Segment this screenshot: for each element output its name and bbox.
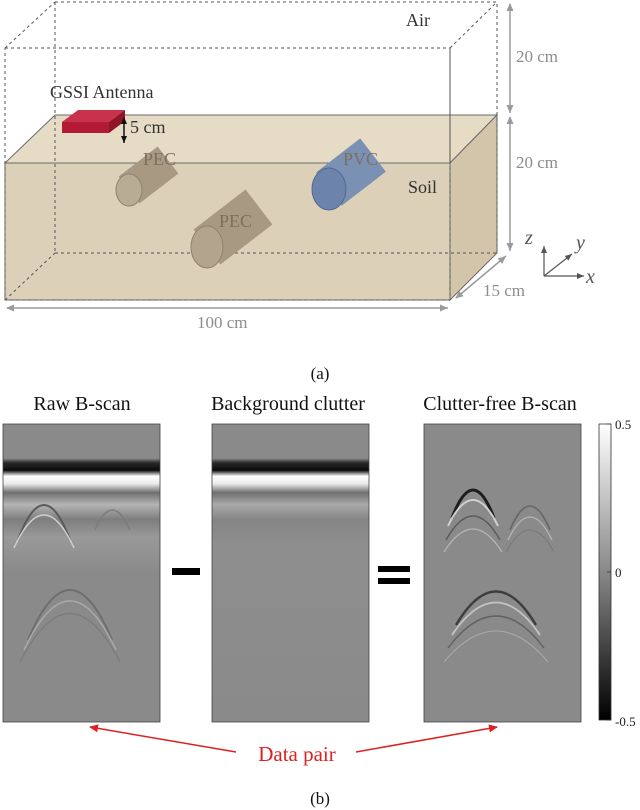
data-pair-arrow-right bbox=[355, 724, 498, 753]
gssi-antenna bbox=[62, 110, 125, 133]
colorbar-max-label: 0.5 bbox=[615, 417, 631, 432]
clutter-free-bscan-image bbox=[423, 423, 582, 723]
pvc-cylinder bbox=[311, 138, 386, 211]
pec-cylinder-1 bbox=[115, 146, 179, 207]
raw-bscan-title: Raw B-scan bbox=[33, 393, 130, 415]
equals-sign bbox=[378, 566, 410, 584]
soil-label: Soil bbox=[408, 177, 437, 197]
air-height-label: 20 cm bbox=[516, 47, 558, 66]
caption-a: (a) bbox=[311, 364, 330, 383]
pec-label-1: PEC bbox=[143, 149, 176, 169]
background-clutter-image bbox=[211, 423, 370, 723]
depth-arrow bbox=[455, 255, 507, 299]
axis-z-label: z bbox=[524, 227, 533, 249]
axis-x-label: x bbox=[585, 266, 595, 288]
colorbar-mid-label: 0 bbox=[615, 565, 622, 580]
depth-label: 15 cm bbox=[483, 281, 525, 300]
length-label: 100 cm bbox=[197, 313, 248, 332]
pvc-label: PVC bbox=[343, 149, 378, 169]
air-label: Air bbox=[406, 10, 430, 30]
data-pair-arrow-left bbox=[89, 724, 237, 753]
clutter-free-bscan-title: Clutter-free B-scan bbox=[423, 393, 576, 415]
colorbar bbox=[598, 423, 612, 721]
background-clutter-title: Background clutter bbox=[211, 393, 365, 415]
axis-y-label: y bbox=[574, 232, 585, 254]
data-pair-label: Data pair bbox=[258, 742, 336, 766]
minus-sign bbox=[172, 568, 200, 575]
caption-b: (b) bbox=[310, 789, 330, 808]
coordinate-axes bbox=[541, 246, 584, 279]
raw-bscan-image bbox=[2, 423, 161, 723]
scene-diagram: Air Soil GSSI Antenna 5 cm PEC PEC PVC 2… bbox=[3, 1, 595, 332]
pec-cylinder-2 bbox=[190, 189, 273, 269]
air-box-outline bbox=[4, 1, 498, 301]
antenna-label: GSSI Antenna bbox=[50, 82, 154, 102]
colorbar-min-label: -0.5 bbox=[615, 714, 636, 729]
offset-label: 5 cm bbox=[130, 117, 166, 137]
pec-label-2: PEC bbox=[219, 211, 252, 231]
soil-height-label: 20 cm bbox=[516, 153, 558, 172]
